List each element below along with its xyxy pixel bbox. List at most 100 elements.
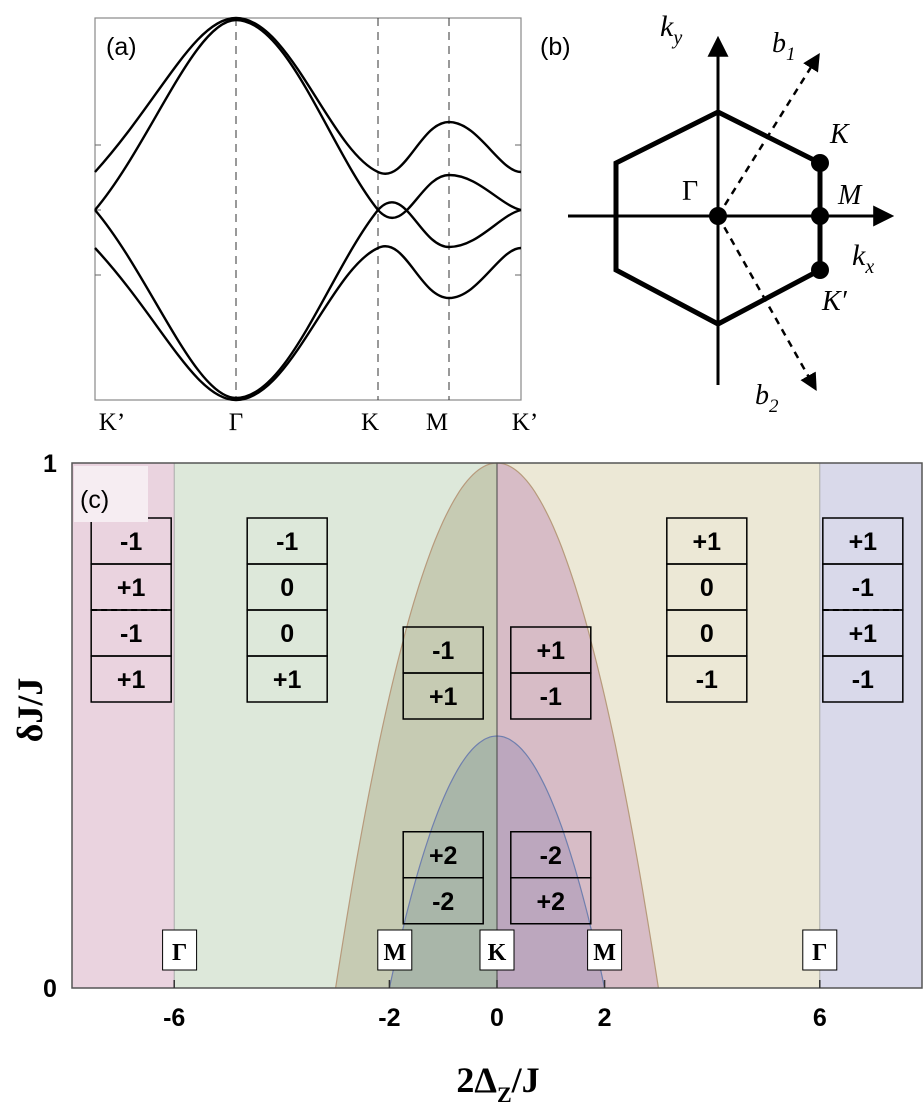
b1-label: b1 bbox=[772, 28, 796, 65]
panel-a-label: (a) bbox=[106, 33, 137, 61]
chern-number: -1 bbox=[432, 637, 454, 665]
panel-a-tick-kprime-right: K’ bbox=[512, 409, 538, 436]
chern-number: -1 bbox=[120, 528, 142, 556]
chern-box: -1 +1 -1 +1 bbox=[90, 517, 172, 703]
panel-b-label: (b) bbox=[540, 33, 571, 61]
chern-number: -1 bbox=[696, 666, 718, 694]
chern-boxes: -1+1-1+1-100+1-1+1+1-1+2-2-2+2+100-1+1-1… bbox=[90, 517, 904, 925]
symmetry-point-box bbox=[802, 929, 838, 971]
x-tick-label: -6 bbox=[163, 1004, 185, 1032]
chern-box: +1 -1 +1 -1 bbox=[822, 517, 904, 703]
panel-a-tick-kprime-left: K’ bbox=[99, 409, 125, 436]
chern-number: -1 bbox=[852, 666, 874, 694]
x-axis-label: 2ΔZ/J bbox=[456, 1060, 539, 1107]
symmetry-point-label: K bbox=[488, 940, 507, 966]
chern-cell bbox=[402, 877, 484, 925]
m-label: M bbox=[837, 180, 863, 211]
chern-box: -2 +2 bbox=[510, 831, 592, 925]
y-tick-label: 0 bbox=[43, 975, 57, 1003]
band-upper-inner bbox=[94, 18, 522, 220]
chern-number: -2 bbox=[540, 842, 562, 870]
gamma-point bbox=[709, 207, 727, 225]
chern-number: +2 bbox=[429, 842, 458, 870]
symmetry-point-box bbox=[162, 929, 198, 971]
chern-number: +1 bbox=[117, 666, 146, 694]
chern-cell bbox=[510, 877, 592, 925]
symmetry-point-label: M bbox=[593, 940, 616, 966]
k-label: K bbox=[829, 119, 850, 150]
chern-cell bbox=[402, 672, 484, 720]
x-tick-label: 0 bbox=[490, 1004, 504, 1032]
symmetry-point-label: M bbox=[383, 940, 406, 966]
inner-lobe-right bbox=[497, 736, 605, 988]
chern-number: -2 bbox=[432, 888, 454, 916]
chern-cell bbox=[666, 655, 748, 703]
panel-a: (a) K’ Γ K M K’ bbox=[94, 16, 538, 436]
phase-region-0 bbox=[72, 463, 175, 988]
chern-box: +1 0 0 -1 bbox=[666, 517, 748, 703]
chern-number: +1 bbox=[117, 574, 146, 602]
chern-number: +1 bbox=[429, 683, 458, 711]
y-tick-label: 1 bbox=[43, 450, 57, 478]
chern-box: +2 -2 bbox=[402, 831, 484, 925]
chern-number: -1 bbox=[852, 574, 874, 602]
chern-cell bbox=[510, 672, 592, 720]
chern-box: -1 +1 bbox=[402, 626, 484, 720]
chern-number: 0 bbox=[280, 574, 294, 602]
chern-number: 0 bbox=[700, 620, 714, 648]
gamma-label: Γ bbox=[682, 176, 698, 207]
chern-cell bbox=[246, 655, 328, 703]
symmetry-point-label: Γ bbox=[172, 940, 187, 966]
y-axis-label: δJ/J bbox=[10, 678, 50, 743]
symmetry-point-box bbox=[479, 929, 515, 971]
panel-c-label: (c) bbox=[80, 486, 109, 514]
k-point bbox=[811, 154, 829, 172]
chern-cell bbox=[822, 655, 904, 703]
b2-vector bbox=[716, 215, 817, 392]
chern-number: +1 bbox=[849, 528, 878, 556]
chern-cell bbox=[90, 655, 172, 703]
b1-vector bbox=[716, 53, 820, 217]
chern-number: -1 bbox=[276, 528, 298, 556]
chern-number: +1 bbox=[273, 666, 302, 694]
chern-number: 0 bbox=[700, 574, 714, 602]
chern-number: +1 bbox=[537, 637, 566, 665]
panel-a-tick-m: M bbox=[426, 409, 448, 436]
chern-number: +2 bbox=[537, 888, 566, 916]
panel-c-axes: -6 -2 0 2 6 0 1 bbox=[43, 450, 923, 1032]
chern-number: 0 bbox=[280, 620, 294, 648]
symmetry-point-box bbox=[587, 929, 623, 971]
band-lower-inner bbox=[94, 201, 522, 400]
phase-lobes bbox=[335, 462, 659, 989]
symmetry-point-box bbox=[377, 929, 413, 971]
b2-label: b2 bbox=[755, 380, 779, 417]
inner-lobe-left bbox=[389, 736, 497, 988]
panel-b: (b) ky kx b1 b2 Γ K M K′ bbox=[540, 10, 895, 417]
x-tick-label: 2 bbox=[598, 1004, 612, 1032]
panel-c: -1+1-1+1-100+1-1+1+1-1+2-2-2+2+100-1+1-1… bbox=[10, 450, 923, 1107]
symmetry-point-label: Γ bbox=[812, 940, 827, 966]
ky-axis-label: ky bbox=[660, 10, 682, 49]
panel-a-frame bbox=[94, 17, 522, 401]
kx-axis-label: kx bbox=[852, 239, 874, 278]
x-tick-label: -2 bbox=[378, 1004, 400, 1032]
band-upper-outer bbox=[94, 16, 522, 175]
panel-a-tick-k: K bbox=[361, 409, 379, 436]
band-lower-outer bbox=[94, 245, 522, 402]
panel-a-tick-gamma: Γ bbox=[229, 409, 243, 436]
m-point bbox=[811, 207, 829, 225]
chern-number: +1 bbox=[849, 620, 878, 648]
chern-number: -1 bbox=[540, 683, 562, 711]
x-tick-label: 6 bbox=[813, 1004, 827, 1032]
chern-number: +1 bbox=[693, 528, 722, 556]
panel-c-label-bg bbox=[74, 466, 148, 522]
kprime-label: K′ bbox=[821, 286, 848, 317]
kprime-point bbox=[811, 261, 829, 279]
bands bbox=[94, 16, 522, 402]
phase-region-2 bbox=[819, 463, 922, 988]
chern-number: -1 bbox=[120, 620, 142, 648]
chern-box: +1 -1 bbox=[510, 626, 592, 720]
chern-box: -1 0 0 +1 bbox=[246, 517, 328, 703]
